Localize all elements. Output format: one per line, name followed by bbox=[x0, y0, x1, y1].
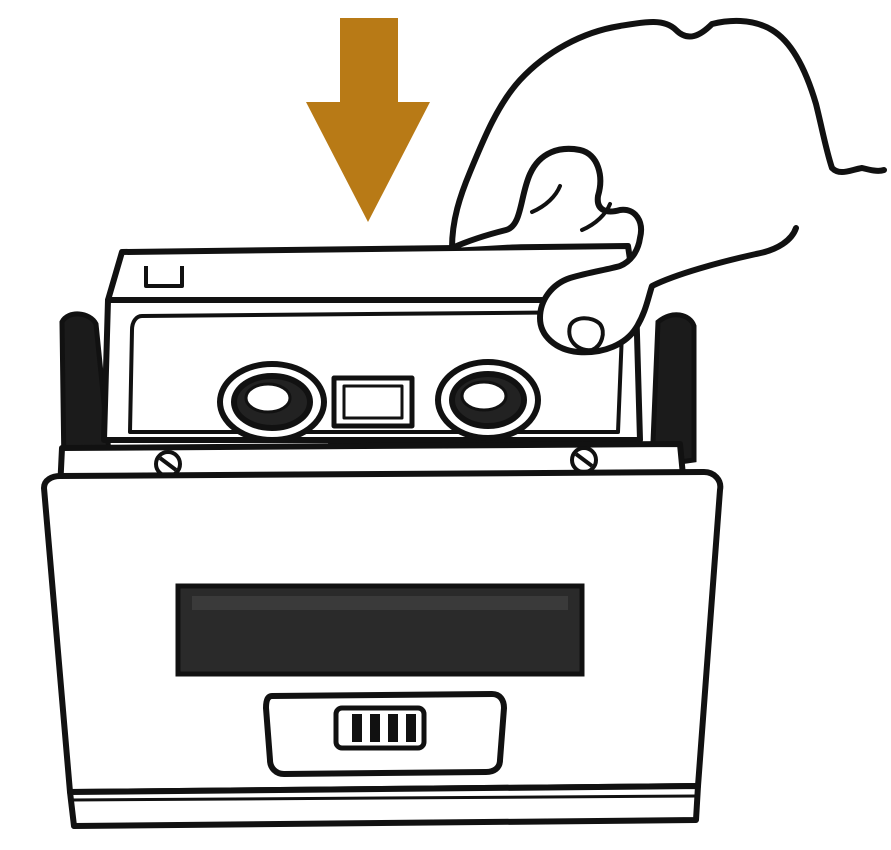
deck-viewing-window bbox=[178, 586, 582, 674]
down-arrow-icon bbox=[306, 18, 430, 222]
cassette-tape-icon bbox=[104, 246, 640, 458]
door-release-button-icon bbox=[266, 694, 504, 774]
